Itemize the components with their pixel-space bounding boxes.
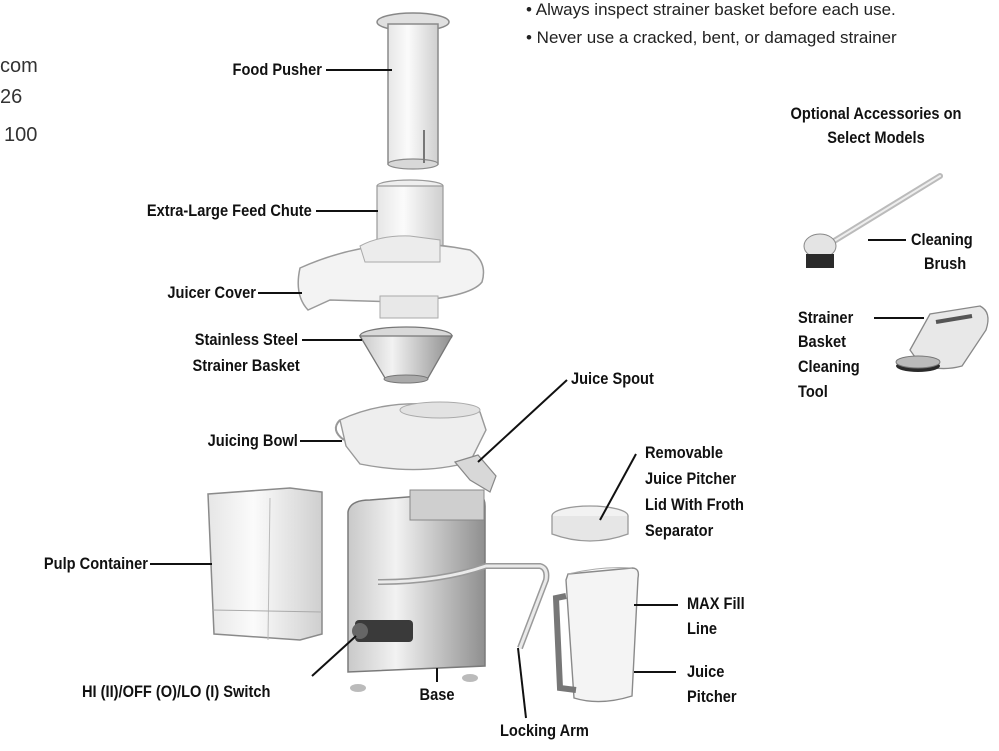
label-cleaning-brush-line2: Brush [924,254,967,273]
juice-pitcher-shape [552,567,640,703]
label-food-pusher: Food Pusher [232,60,322,79]
pitcher-lid-shape [551,505,629,542]
label-feed-chute: Extra-Large Feed Chute [147,201,312,220]
label-max-fill-line2: Line [687,619,718,638]
label-pitcher-lid-line2: Juice Pitcher [645,469,737,488]
label-pitcher-lid-line4: Separator [645,521,714,540]
leader-lines [150,69,924,719]
label-strainer-tool-line3: Cleaning [798,357,860,376]
food-pusher-shape [376,12,450,170]
leader-switch [311,635,357,677]
leader-locking-arm [517,647,527,719]
label-strainer-tool-line4: Tool [798,382,828,401]
label-juice-pitcher-line2: Pitcher [687,687,737,706]
juicing-bowl-shape [334,401,497,493]
side-fragment: 26 [0,86,23,108]
label-pitcher-lid-line3: Lid With Froth [645,495,744,514]
label-strainer-basket-line2: Strainer Basket [192,356,300,375]
label-base: Base [419,685,455,704]
label-juice-spout: Juice Spout [571,369,654,388]
label-locking-arm: Locking Arm [500,721,589,740]
pulp-container-shape [207,487,323,641]
label-strainer-tool-line2: Basket [798,332,846,351]
label-pitcher-lid-line1: Removable [645,443,724,462]
label-juicer-cover: Juicer Cover [167,283,256,302]
label-pulp-container: Pulp Container [44,554,148,573]
side-fragment: com [0,55,38,77]
accessories-heading-line2: Select Models [827,128,925,147]
label-juicing-bowl: Juicing Bowl [207,431,298,450]
base-shape [347,489,550,692]
label-max-fill-line1: MAX Fill [687,594,745,613]
label-strainer-tool-line1: Strainer [798,308,854,327]
leader-pitcher-lid [599,453,637,521]
note-inspect: • Always inspect strainer basket before … [526,0,896,19]
side-fragment: 100 [4,124,38,146]
juicer-cover-shape [297,235,485,319]
strainer-basket-shape [358,326,454,384]
note-damaged: • Never use a cracked, bent, or damaged … [526,28,897,47]
label-switch: HI (II)/OFF (O)/LO (I) Switch [82,682,271,701]
cleaning-brush-shape [803,173,943,268]
accessories-heading-line1: Optional Accessories on [790,104,962,123]
label-cleaning-brush-line1: Cleaning [911,230,973,249]
label-juice-pitcher-line1: Juice [687,662,725,681]
leader-juice-spout [477,379,568,463]
label-strainer-basket-line1: Stainless Steel [194,330,298,349]
strainer-tool-shape [895,305,989,372]
